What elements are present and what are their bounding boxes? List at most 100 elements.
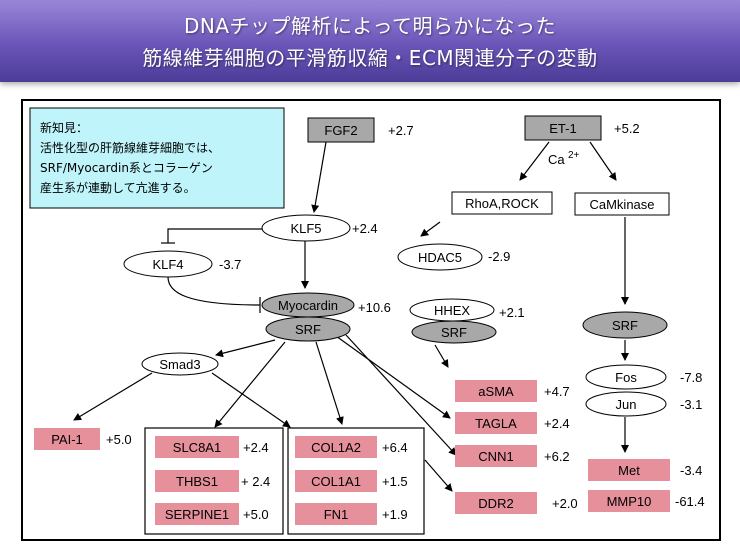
- note-line-4: 産生系が連動して亢進する。: [40, 180, 196, 195]
- node-pai1-value: +5.0: [106, 432, 132, 447]
- node-srf-3: SRF: [582, 311, 668, 339]
- node-col1a2-label: COL1A2: [311, 440, 361, 455]
- node-slc8a1-value: +2.4: [243, 440, 269, 455]
- node-klf5-value: +2.4: [352, 221, 378, 236]
- node-serpine1: SERPINE1 +5.0: [155, 503, 269, 525]
- node-hdac5: HDAC5 -2.9: [397, 243, 510, 271]
- node-klf5-label: KLF5: [290, 221, 321, 236]
- arrow-smad3-col: [211, 372, 291, 428]
- node-hdac5-value: -2.9: [488, 249, 510, 264]
- node-et1: ET-1 +5.2: [524, 115, 640, 141]
- node-met-value: -3.4: [680, 463, 702, 478]
- node-tagla: TAGLA +2.4: [455, 412, 570, 434]
- node-asma-value: +4.7: [544, 384, 570, 399]
- note-box: 新知見： 活性化型の肝筋線維芽細胞では、 SRF/Myocardin系とコラーゲ…: [29, 107, 285, 209]
- node-fn1-value: +1.9: [382, 507, 408, 522]
- node-myocardin-label: Myocardin: [278, 298, 338, 313]
- arrow-srf-col: [315, 341, 344, 425]
- node-smad3-label: Smad3: [159, 357, 200, 372]
- node-myocardin-value: +10.6: [358, 300, 391, 315]
- connectors: [73, 141, 629, 492]
- node-klf4-label: KLF4: [152, 257, 183, 272]
- group-box-1: SLC8A1 +2.4 THBS1 + 2.4 SERPINE1 +5.0: [144, 427, 284, 535]
- node-ddr2-label: DDR2: [478, 496, 513, 511]
- inhibit-klf5-klf4: [167, 228, 262, 243]
- node-col1a2-value: +6.4: [382, 440, 408, 455]
- node-fgf2: FGF2 +2.7: [307, 117, 414, 143]
- node-slc8a1: SLC8A1 +2.4: [155, 436, 269, 458]
- node-col1a1: COL1A1 +1.5: [295, 470, 408, 492]
- node-jun-label: Jun: [616, 397, 637, 412]
- node-et1-label: ET-1: [549, 121, 576, 136]
- arrow-srf-smad3: [215, 339, 276, 358]
- node-asma: aSMA +4.7: [455, 380, 570, 402]
- note-line-3: SRF/Myocardin系とコラーゲン: [40, 161, 213, 175]
- note-line-1: 新知見：: [40, 120, 88, 135]
- node-ddr2: DDR2 +2.0: [455, 492, 578, 514]
- node-smad3: Smad3: [141, 352, 219, 376]
- node-asma-label: aSMA: [478, 384, 514, 399]
- node-hdac5-label: HDAC5: [418, 250, 462, 265]
- node-tagla-label: TAGLA: [475, 416, 517, 431]
- node-klf4-value: -3.7: [219, 257, 241, 272]
- node-tagla-value: +2.4: [544, 416, 570, 431]
- node-srf-1: SRF: [265, 316, 351, 342]
- node-jun-value: -3.1: [680, 397, 702, 412]
- arrow-srf2-asma: [434, 344, 449, 368]
- node-rhoa: RhoA,ROCK: [451, 191, 553, 215]
- node-camk: CaMkinase: [574, 192, 670, 216]
- node-srf-2: SRF: [411, 320, 497, 344]
- label-ca-sup: 2+: [568, 150, 580, 161]
- arrow-et1-camk: [589, 141, 617, 181]
- node-col1a1-label: COL1A1: [311, 474, 361, 489]
- node-cnn1: CNN1 +6.2: [455, 445, 570, 467]
- node-met: Met -3.4: [588, 459, 702, 481]
- node-fgf2-value: +2.7: [388, 123, 414, 138]
- node-fn1-label: FN1: [324, 507, 349, 522]
- inhibit-klf4-myocardin: [167, 276, 261, 306]
- group-box-2: COL1A2 +6.4 COL1A1 +1.5 FN1 +1.9: [287, 427, 425, 535]
- node-srf-3-label: SRF: [612, 318, 638, 333]
- node-mmp10-value: -61.4: [675, 494, 705, 509]
- node-mmp10: MMP10 -61.4: [588, 490, 705, 512]
- node-fn1: FN1 +1.9: [295, 503, 408, 525]
- node-thbs1: THBS1 + 2.4: [155, 470, 270, 492]
- arrow-srf-thbs1: [214, 341, 286, 428]
- node-col1a1-value: +1.5: [382, 474, 408, 489]
- node-serpine1-label: SERPINE1: [165, 507, 229, 522]
- node-ddr2-value: +2.0: [552, 496, 578, 511]
- node-cnn1-value: +6.2: [544, 449, 570, 464]
- node-mmp10-label: MMP10: [607, 494, 652, 509]
- node-thbs1-value: + 2.4: [241, 474, 270, 489]
- node-srf-2-label: SRF: [441, 325, 467, 340]
- arrow-smad3-pai1: [73, 372, 153, 421]
- node-serpine1-value: +5.0: [243, 507, 269, 522]
- label-ca: Ca 2+: [548, 150, 580, 167]
- node-pai1-label: PAI-1: [51, 432, 83, 447]
- title-line-2: 筋線維芽細胞の平滑筋収縮・ECM関連分子の変動: [142, 46, 598, 70]
- arrow-rhoa-hdac5: [420, 221, 441, 237]
- node-hhex-label: HHEX: [434, 303, 470, 318]
- node-fgf2-label: FGF2: [324, 123, 357, 138]
- node-thbs1-label: THBS1: [176, 474, 218, 489]
- node-hhex: HHEX +2.1: [409, 298, 525, 322]
- title-line-1: DNAチップ解析によって明らかになった: [184, 14, 556, 38]
- arrow-srf-tagla: [335, 335, 451, 419]
- node-slc8a1-label: SLC8A1: [173, 440, 221, 455]
- node-klf5: KLF5 +2.4: [261, 214, 378, 242]
- node-hhex-value: +2.1: [499, 305, 525, 320]
- node-met-label: Met: [618, 463, 640, 478]
- node-fos-label: Fos: [615, 370, 637, 385]
- node-fos-value: -7.8: [680, 370, 702, 385]
- node-cnn1-label: CNN1: [478, 449, 513, 464]
- node-srf-1-label: SRF: [295, 322, 321, 337]
- node-myocardin: Myocardin +10.6: [261, 292, 391, 318]
- note-line-2: 活性化型の肝筋線維芽細胞では、: [40, 140, 220, 155]
- node-jun: Jun -3.1: [585, 391, 702, 417]
- node-col1a2: COL1A2 +6.4: [295, 436, 408, 458]
- node-fos: Fos -7.8: [585, 364, 702, 390]
- label-ca-text: Ca: [548, 152, 565, 167]
- node-rhoa-label: RhoA,ROCK: [465, 196, 539, 211]
- arrow-col-ddr2: [424, 459, 453, 492]
